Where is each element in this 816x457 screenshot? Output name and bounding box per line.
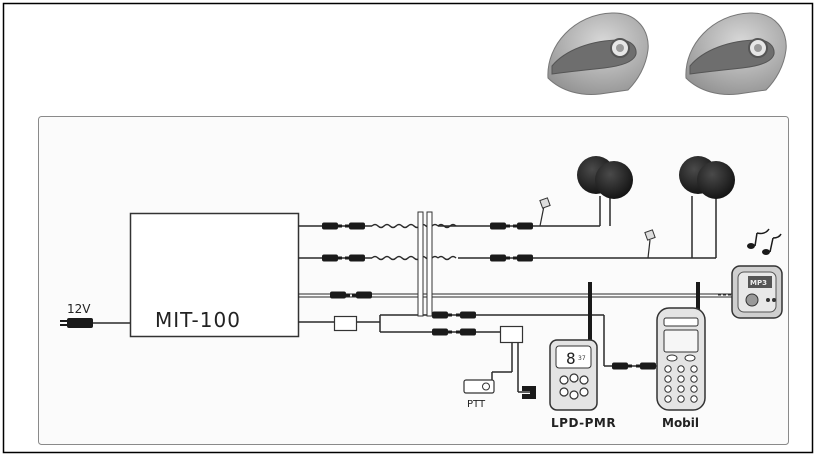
mit-100-unit xyxy=(129,212,300,338)
speaker-icon xyxy=(679,156,735,199)
radio-display-small: 37 xyxy=(578,355,586,362)
junction-box xyxy=(499,325,524,344)
helmet-icon xyxy=(547,12,649,95)
music-note-icon xyxy=(747,228,782,255)
microphone-icon xyxy=(539,197,551,227)
unit-label: MIT-100 xyxy=(155,308,241,332)
ptt-label: PTT xyxy=(467,399,486,410)
ptt-button-icon xyxy=(463,379,495,394)
diagram-panel xyxy=(38,116,789,445)
power-plug-icon xyxy=(60,318,130,328)
mp3-display-label: MP3 xyxy=(750,279,767,287)
radio-display-value: 8 xyxy=(566,349,576,368)
jack-plug-icon xyxy=(522,386,536,399)
speaker-icon xyxy=(577,156,633,199)
adapter-box xyxy=(333,315,358,332)
microphone-icon xyxy=(644,229,656,259)
helmet-icon xyxy=(685,12,787,95)
mp3-player-icon xyxy=(731,265,783,319)
phone-label: Mobil xyxy=(662,416,699,430)
radio-label: LPD-PMR xyxy=(551,416,616,430)
cable-separator xyxy=(417,211,433,317)
power-label: 12V xyxy=(67,302,91,316)
mobile-phone-icon xyxy=(656,282,706,411)
lpd-pmr-radio-icon xyxy=(549,282,598,411)
